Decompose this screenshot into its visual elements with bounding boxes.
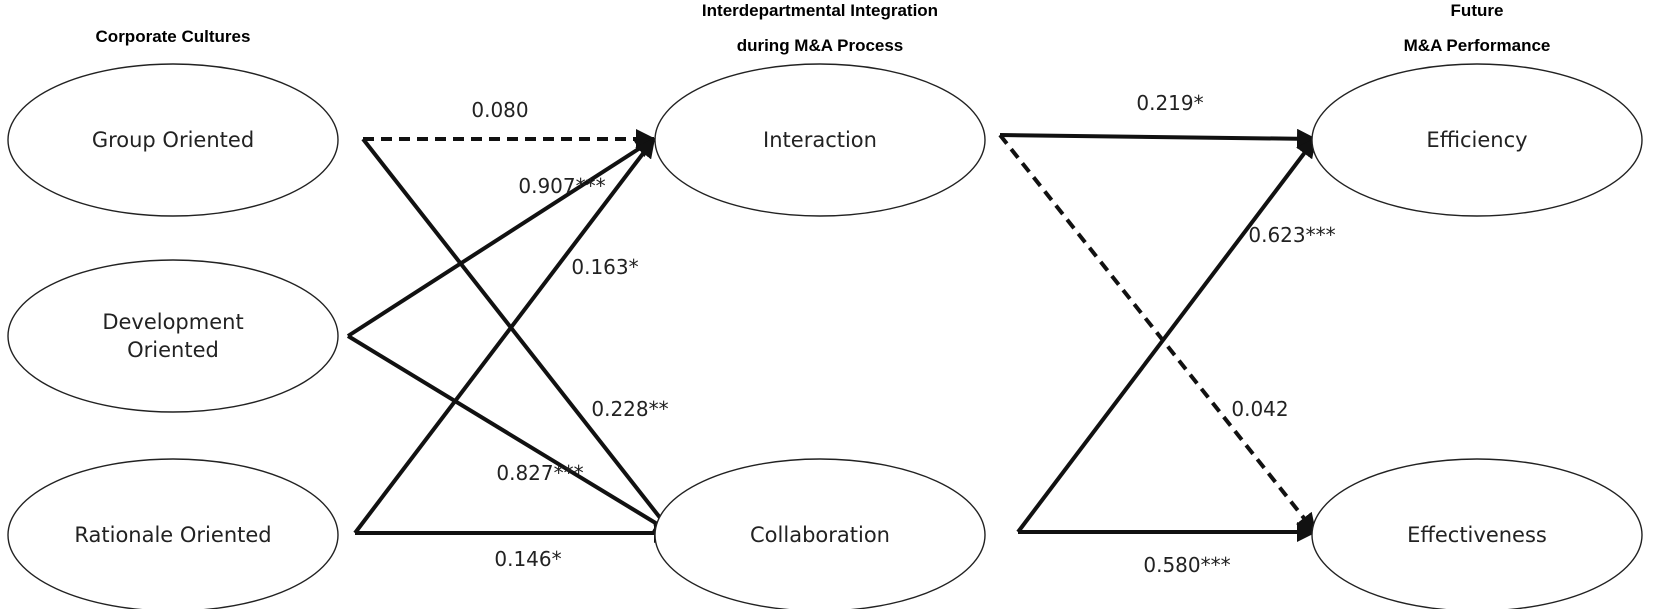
node-development-label: Development — [102, 310, 243, 334]
node-rationale-ellipse — [7, 458, 339, 609]
path-coefficients: 0.080 0.228** 0.907*** 0.827*** 0.163* 0.146*… — [471, 91, 1335, 577]
node-effectiveness-ellipse — [1311, 458, 1643, 609]
coef-group-to-interaction: 0.080 — [471, 98, 528, 122]
node-interaction-ellipse — [654, 63, 986, 217]
arrow-interaction-to-efficiency — [999, 128, 1317, 149]
header-integration-line2: during M&A Process — [737, 36, 904, 55]
coef-development-to-collaboration: 0.827*** — [496, 461, 583, 485]
node-interaction-label: Interaction — [763, 128, 877, 152]
arrow-development-to-collaboration — [346, 334, 674, 535]
node-group-label: Group Oriented — [92, 128, 254, 152]
node-interaction: Interaction — [654, 63, 986, 217]
path-arrows — [346, 128, 1317, 543]
node-group-ellipse — [7, 63, 339, 217]
coef-interaction-to-effectiveness: 0.042 — [1231, 397, 1288, 421]
node-rationale-label: Rationale Oriented — [74, 523, 271, 547]
coef-rationale-to-interaction: 0.163* — [571, 255, 638, 279]
coef-development-to-interaction: 0.907*** — [518, 174, 605, 198]
node-efficiency-label: Efficiency — [1426, 128, 1527, 152]
arrow-collaboration-to-efficiency — [1016, 137, 1317, 534]
node-collaboration: Collaboration — [654, 458, 986, 609]
node-efficiency: Efficiency — [1311, 63, 1643, 217]
coef-group-to-collaboration: 0.228** — [591, 397, 668, 421]
arrow-development-to-interaction — [346, 137, 656, 338]
header-performance-line1: Future — [1451, 1, 1504, 20]
node-rationale: Rationale Oriented — [7, 458, 339, 609]
node-collaboration-label: Collaboration — [750, 523, 890, 547]
node-effectiveness-label: Effectiveness — [1407, 523, 1547, 547]
header-integration-line1: Interdepartmental Integration — [702, 1, 938, 20]
arrow-rationale-to-interaction — [353, 137, 656, 535]
construct-nodes: Group OrientedDevelopmentOrientedRationa… — [7, 63, 1643, 609]
coef-rationale-to-collaboration: 0.146* — [494, 547, 561, 571]
coef-collaboration-to-efficiency: 0.623*** — [1248, 223, 1335, 247]
node-efficiency-ellipse — [1311, 63, 1643, 217]
coef-collaboration-to-effectiveness: 0.580*** — [1143, 553, 1230, 577]
arrow-group-to-collaboration — [361, 137, 674, 535]
node-development-ellipse — [7, 259, 339, 413]
node-development-label: Oriented — [127, 338, 219, 362]
coef-interaction-to-efficiency: 0.219* — [1136, 91, 1203, 115]
node-collaboration-ellipse — [654, 458, 986, 609]
header-performance-line2: M&A Performance — [1404, 36, 1551, 55]
node-group: Group Oriented — [7, 63, 339, 217]
node-effectiveness: Effectiveness — [1311, 458, 1643, 609]
header-corporate-cultures: Corporate Cultures — [96, 27, 251, 46]
arrow-interaction-to-effectiveness — [998, 133, 1317, 534]
